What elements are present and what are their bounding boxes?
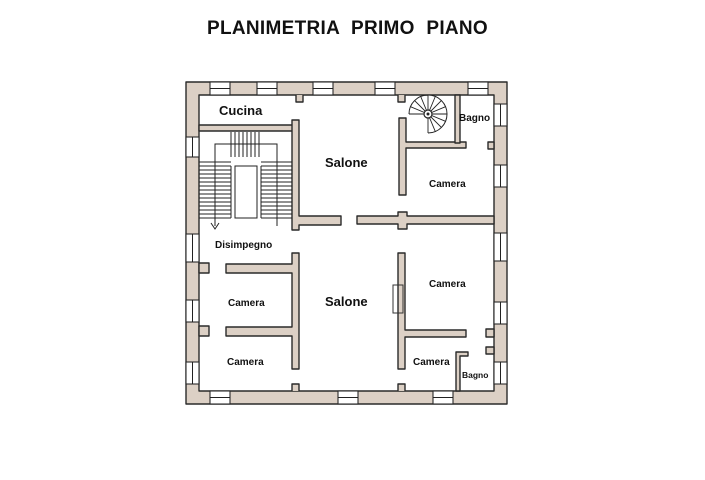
window-icon [185,136,200,158]
windows-left [185,136,200,385]
room-label-cucina: Cucina [219,103,263,118]
windows-bottom [209,390,454,405]
room-label-bagno-bottom: Bagno [462,370,488,380]
outer-walls [185,81,508,405]
plan-title: PLANIMETRIA PRIMO PIANO [206,18,489,39]
window-icon [493,301,508,325]
window-icon [493,361,508,385]
window-icon [467,81,489,96]
room-label-camera-top-right: Camera [429,179,466,190]
windows-top [209,81,489,96]
window-icon [374,81,396,96]
room-label-camera-left-mid: Camera [228,298,265,309]
room-label-salone-bottom: Salone [325,294,368,309]
room-labels: Cucina Salone Bagno Camera Disimpegno Sa… [215,103,490,380]
room-label-salone-top: Salone [325,155,368,170]
window-icon [493,232,508,262]
room-label-camera-bottom-right: Camera [413,357,450,368]
window-icon [256,81,278,96]
window-icon [185,361,200,385]
window-icon [185,233,200,263]
window-icon [185,299,200,323]
room-label-camera-left-bottom: Camera [227,357,264,368]
arrow-down-icon [210,222,220,230]
stair-icon [199,132,292,230]
window-icon [209,390,231,405]
interior-walls [198,94,495,392]
window-icon [493,103,508,127]
spiral-stair-icon [408,94,448,134]
door-frame [392,284,404,314]
room-label-disimpegno: Disimpegno [215,240,272,251]
window-icon [209,81,231,96]
window-icon [432,390,454,405]
windows-right [493,103,508,385]
room-label-camera-right-mid: Camera [429,279,466,290]
window-icon [337,390,359,405]
room-label-bagno-top: Bagno [459,113,490,124]
window-icon [312,81,334,96]
window-icon [493,164,508,188]
